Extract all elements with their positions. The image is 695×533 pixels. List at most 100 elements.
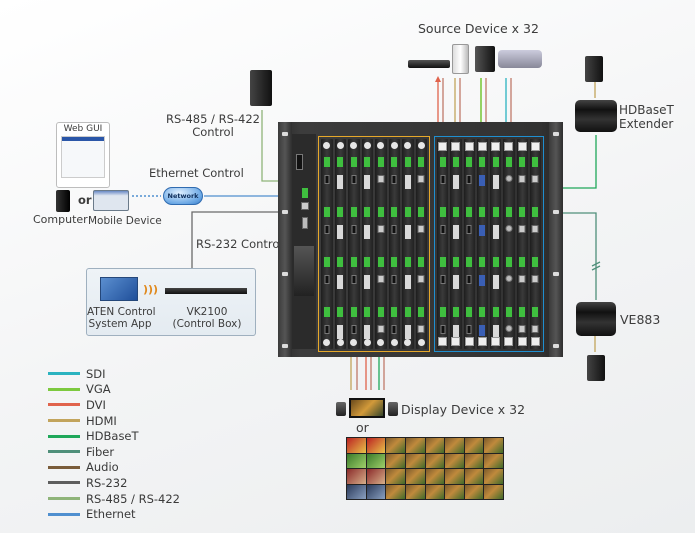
terminal-block-port (452, 307, 459, 317)
video-port (505, 325, 513, 332)
terminal-block-port (532, 307, 539, 317)
ethernet-control-label: Ethernet Control (149, 166, 244, 180)
video-port (377, 275, 385, 283)
matrix-switch-chassis (278, 122, 563, 357)
legend-swatch (48, 497, 80, 501)
card-screw (477, 142, 487, 151)
terminal-block-port (364, 257, 371, 267)
video-port (417, 275, 425, 283)
legend-item: VGA (48, 382, 180, 398)
video-port (492, 175, 499, 189)
terminal-block-port (466, 307, 473, 317)
output-card-group (434, 136, 544, 352)
card-screw (363, 142, 371, 149)
video-wall-panel (484, 438, 503, 453)
video-port (404, 325, 411, 339)
hdbaset-label-line1: HDBaseT (619, 103, 674, 117)
video-port (404, 225, 411, 239)
control-box-label-line1: VK2100 (186, 306, 228, 318)
video-port (452, 175, 459, 189)
video-wall-panel (405, 438, 425, 453)
card-screw (323, 339, 331, 346)
vk2100-device-icon (165, 288, 247, 294)
video-wall-panel (464, 484, 484, 499)
terminal-block-port (479, 157, 486, 167)
video-port (479, 275, 486, 286)
terminal-block-port (391, 307, 398, 317)
video-port (492, 275, 499, 289)
card-screw (377, 339, 385, 346)
video-port (404, 275, 411, 289)
video-port (440, 175, 446, 184)
video-port (466, 175, 472, 184)
io-card (348, 139, 360, 349)
video-wall-panel (484, 484, 503, 499)
terminal-block-port (466, 157, 473, 167)
video-port (324, 225, 330, 234)
card-screw (417, 339, 425, 346)
power-switch[interactable] (296, 154, 303, 170)
card-screw (491, 142, 501, 151)
io-card (490, 139, 502, 349)
video-port (337, 275, 344, 289)
terminal-block-port (452, 157, 459, 167)
terminal-block-port (505, 307, 512, 317)
blu-ray-player-icon (408, 60, 450, 68)
legend-label: RS-232 (86, 475, 128, 490)
video-port (364, 175, 371, 189)
video-port (479, 225, 486, 236)
video-port (337, 325, 344, 339)
legend-item: Fiber (48, 444, 180, 460)
video-port (505, 275, 513, 282)
terminal-block-port (404, 257, 411, 267)
video-port (440, 325, 446, 334)
legend-label: VGA (86, 382, 111, 397)
card-screw (404, 339, 412, 346)
terminal-block-port (466, 207, 473, 217)
computer-label: Computer (33, 213, 88, 226)
control-app-label-line2: System App (88, 318, 152, 331)
card-screw (438, 142, 448, 151)
card-screw (336, 339, 344, 346)
video-port (391, 325, 397, 334)
legend-label: Ethernet (86, 507, 136, 522)
terminal-block-port (452, 207, 459, 217)
card-screw (530, 142, 540, 151)
video-wall-panel (347, 438, 366, 453)
video-port (466, 325, 472, 334)
card-screw (504, 337, 514, 346)
terminal-block-port (492, 157, 499, 167)
control-box-label: VK2100 (Control Box) (163, 306, 251, 330)
media-player-icon (475, 46, 495, 72)
video-port (531, 325, 539, 333)
video-port (364, 275, 371, 289)
hdbaset-extender-icon (575, 100, 617, 132)
video-wall-panel (464, 469, 484, 484)
video-port (377, 325, 385, 333)
video-port (531, 225, 539, 233)
legend-item: SDI (48, 366, 180, 382)
control-box-label-line2: (Control Box) (172, 318, 242, 331)
terminal-block-port (532, 207, 539, 217)
card-screw (517, 142, 527, 151)
control-box-panel: ))) ATEN Control System App VK2100 (Cont… (86, 268, 256, 336)
card-screw (404, 142, 412, 149)
video-port (391, 225, 397, 234)
input-card-group (318, 136, 430, 352)
hdbaset-label-line2: Extender (619, 116, 674, 131)
terminal-block-port (505, 207, 512, 217)
video-port (364, 325, 371, 339)
display-or-label: or (356, 420, 369, 435)
rs485-label-line2: Control (192, 125, 234, 140)
card-screw (477, 337, 487, 346)
terminal-block-port (404, 307, 411, 317)
card-screw (363, 339, 371, 346)
mobile-device-icon[interactable] (93, 190, 129, 211)
terminal-block-port (404, 207, 411, 217)
video-wall-panel (347, 453, 366, 468)
display-devices-label: Display Device x 32 (401, 402, 526, 417)
video-wall-panel (386, 438, 405, 453)
terminal-block-port (439, 207, 446, 217)
legend-label: HDMI (86, 413, 117, 428)
